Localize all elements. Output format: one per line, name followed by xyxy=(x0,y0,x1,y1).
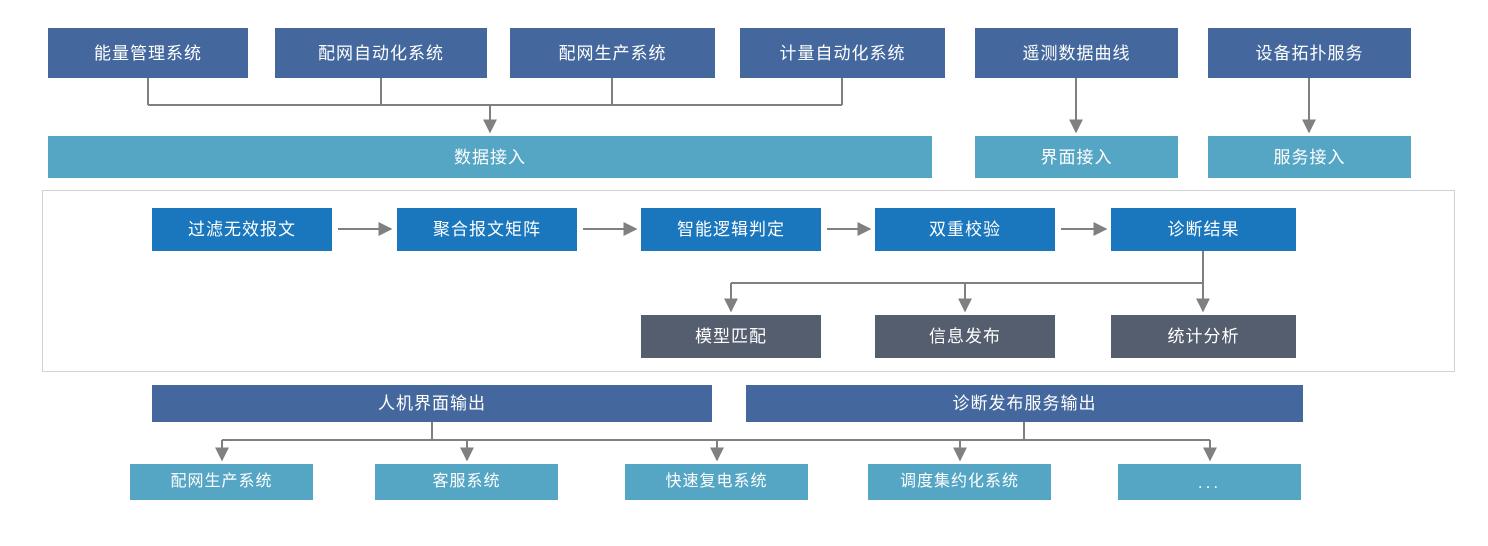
pipeline-box-diagnosis-result[interactable]: 诊断结果 xyxy=(1111,208,1296,251)
utility-box-information-publishing[interactable]: 信息发布 xyxy=(875,315,1055,358)
output-bar-hmi[interactable]: 人机界面输出 xyxy=(152,385,712,422)
consumer-box-fast-power-restoration[interactable]: 快速复电系统 xyxy=(625,464,808,500)
source-box-distribution-production[interactable]: 配网生产系统 xyxy=(510,28,715,78)
access-box-service[interactable]: 服务接入 xyxy=(1208,136,1411,178)
utility-box-model-matching[interactable]: 模型匹配 xyxy=(641,315,821,358)
pipeline-box-filter-invalid-messages[interactable]: 过滤无效报文 xyxy=(152,208,332,251)
output-bar-diagnosis-service[interactable]: 诊断发布服务输出 xyxy=(746,385,1303,422)
pipeline-box-intelligent-logic-decision[interactable]: 智能逻辑判定 xyxy=(641,208,821,251)
source-box-telemetry-curve[interactable]: 遥测数据曲线 xyxy=(975,28,1178,78)
source-box-metering-automation[interactable]: 计量自动化系统 xyxy=(740,28,945,78)
pipeline-box-aggregate-message-matrix[interactable]: 聚合报文矩阵 xyxy=(397,208,577,251)
source-box-device-topology-service[interactable]: 设备拓扑服务 xyxy=(1208,28,1411,78)
consumer-box-customer-service[interactable]: 客服系统 xyxy=(375,464,558,500)
consumer-box-more[interactable]: ... xyxy=(1118,464,1301,500)
utility-box-statistical-analysis[interactable]: 统计分析 xyxy=(1111,315,1296,358)
access-bar-data[interactable]: 数据接入 xyxy=(48,136,932,178)
access-box-ui[interactable]: 界面接入 xyxy=(975,136,1178,178)
pipeline-box-double-verification[interactable]: 双重校验 xyxy=(875,208,1055,251)
source-box-distribution-automation[interactable]: 配网自动化系统 xyxy=(275,28,487,78)
consumer-box-dispatch-intensive[interactable]: 调度集约化系统 xyxy=(868,464,1051,500)
source-box-energy-management[interactable]: 能量管理系统 xyxy=(48,28,248,78)
consumer-box-distribution-production[interactable]: 配网生产系统 xyxy=(130,464,313,500)
